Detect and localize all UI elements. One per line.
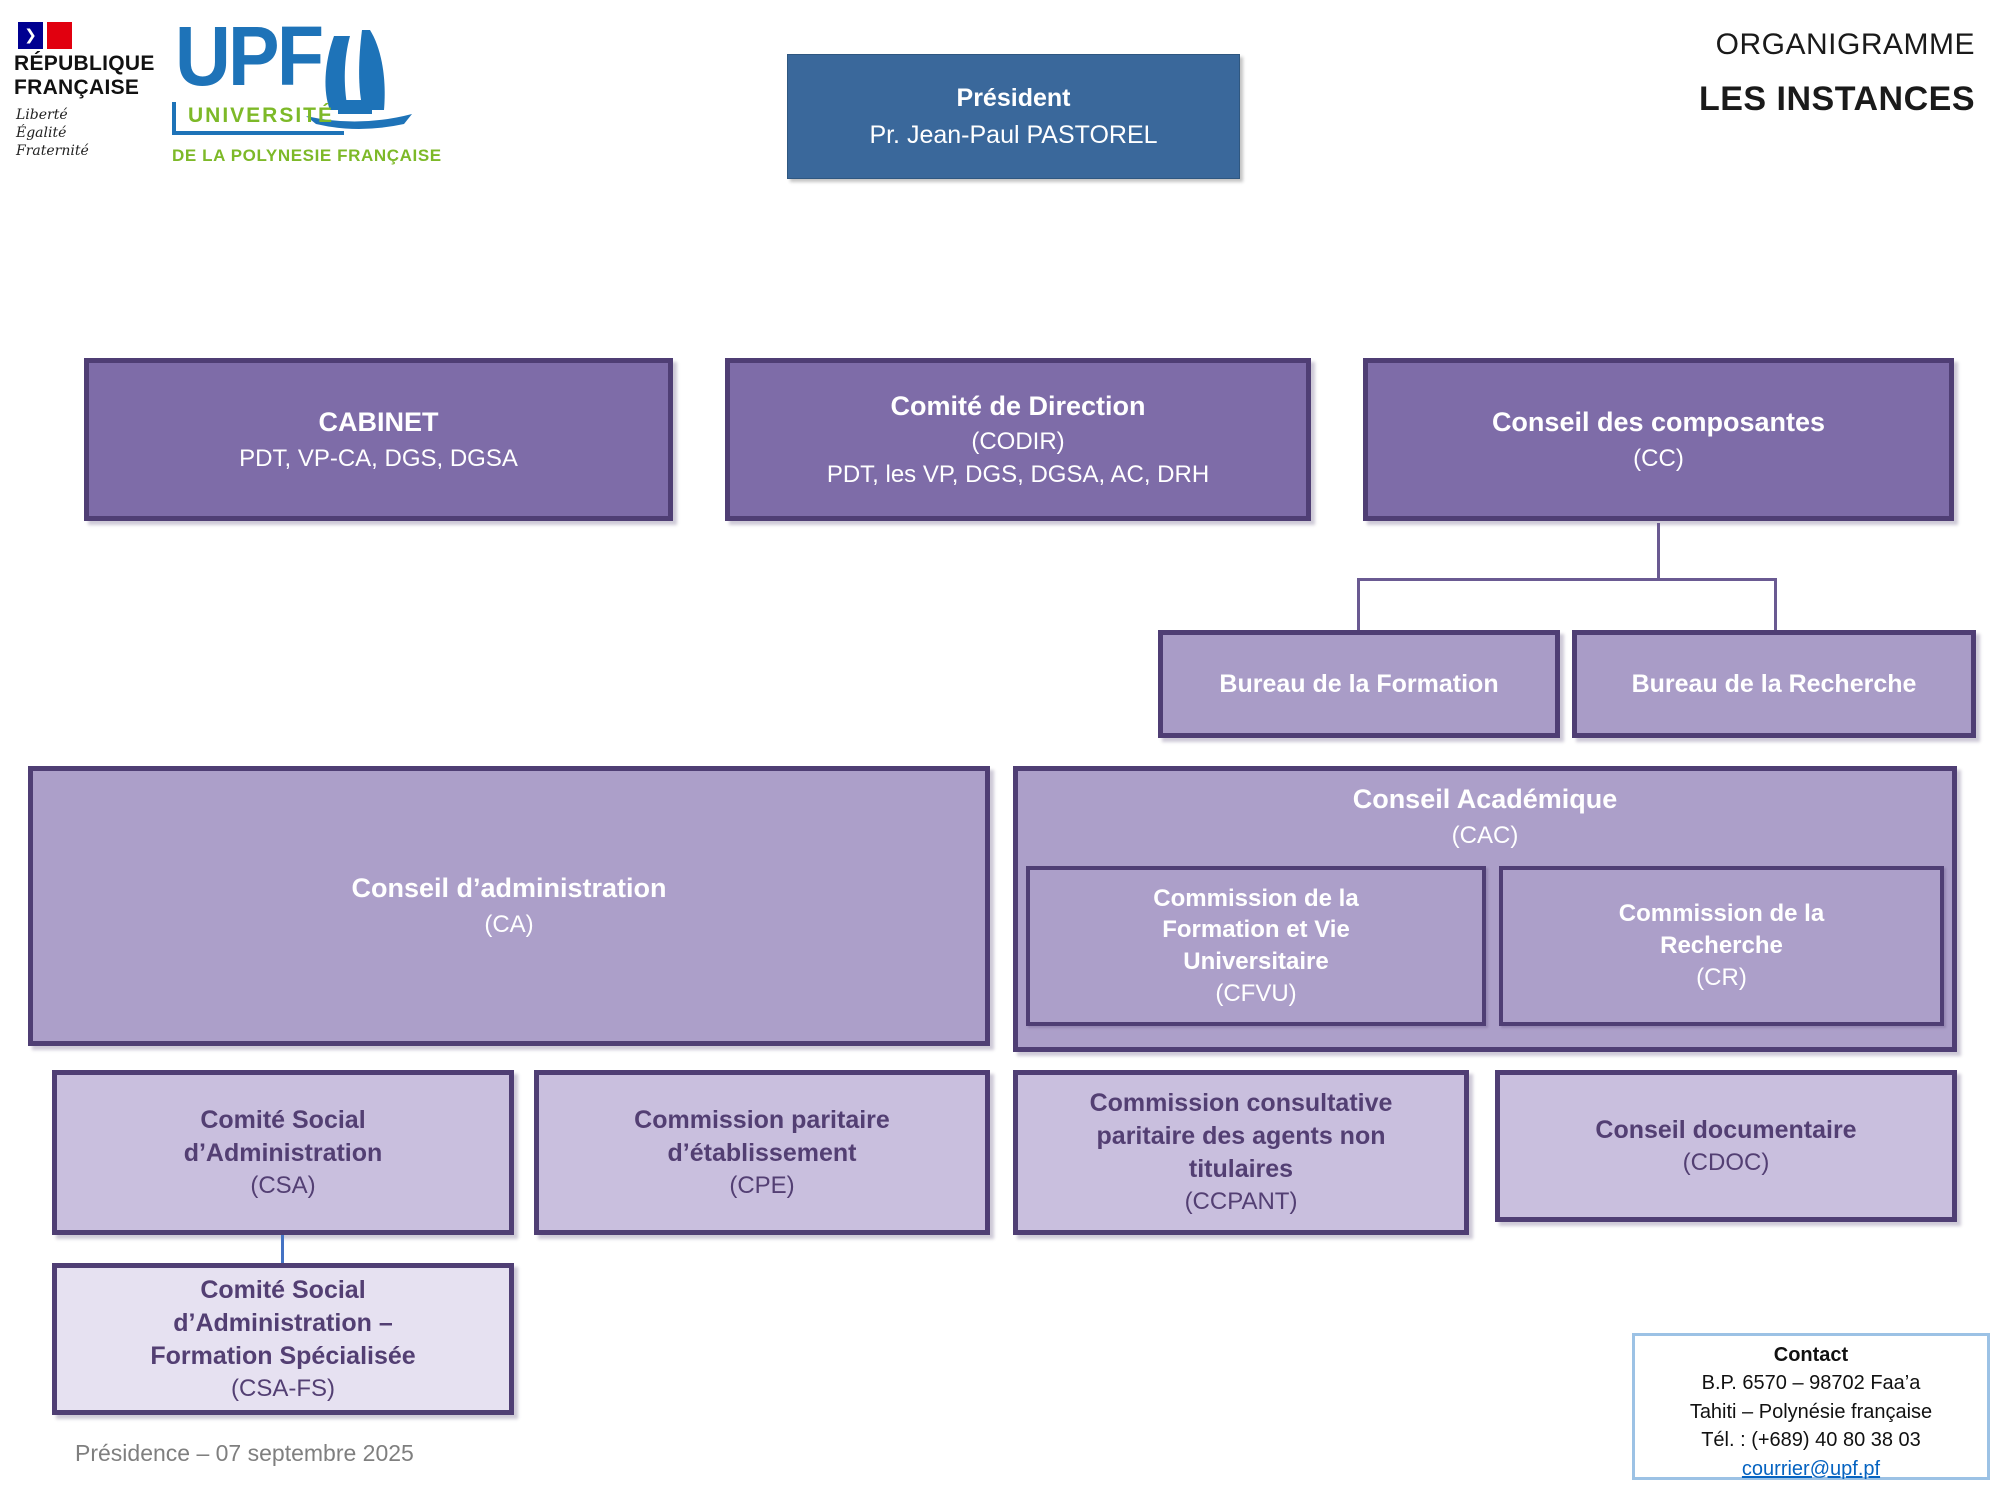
bureau-recherche-title: Bureau de la Recherche bbox=[1631, 669, 1917, 698]
csa-acronym: (CSA) bbox=[250, 1171, 316, 1199]
ccpant-box: Commission consultative paritaire des ag… bbox=[1013, 1070, 1469, 1235]
cc-acronym: (CC) bbox=[1633, 444, 1684, 472]
cr-line2: Recherche bbox=[1660, 932, 1783, 960]
republique-francaise-wordmark: RÉPUBLIQUE FRANÇAISE bbox=[14, 52, 155, 99]
president-box: Président Pr. Jean-Paul PASTOREL bbox=[787, 54, 1240, 179]
csa-box: Comité Social d’Administration (CSA) bbox=[52, 1070, 514, 1235]
republique-line2: FRANÇAISE bbox=[14, 75, 140, 99]
cdoc-title: Conseil documentaire bbox=[1595, 1115, 1857, 1144]
codir-members: PDT, les VP, DGS, DGSA, AC, DRH bbox=[826, 461, 1210, 489]
csafs-line3: Formation Spécialisée bbox=[150, 1341, 416, 1370]
president-title: Président bbox=[956, 84, 1071, 113]
contact-address-line2: Tahiti – Polynésie française bbox=[1689, 1400, 1933, 1423]
csafs-line1: Comité Social bbox=[200, 1275, 366, 1304]
cr-box: Commission de la Recherche (CR) bbox=[1499, 866, 1944, 1026]
codir-box: Comité de Direction (CODIR) PDT, les VP,… bbox=[725, 358, 1311, 521]
contact-address-line1: B.P. 6570 – 98702 Faa’a bbox=[1701, 1372, 1921, 1395]
cfvu-acronym: (CFVU) bbox=[1215, 979, 1297, 1007]
connector-cc-stem bbox=[1657, 523, 1660, 579]
upf-logo-polynesie: DE LA POLYNESIE FRANÇAISE bbox=[172, 146, 442, 165]
cpe-box: Commission paritaire d’établissement (CP… bbox=[534, 1070, 990, 1235]
contact-phone: Tél. : (+689) 40 80 38 03 bbox=[1701, 1429, 1921, 1452]
cr-line1: Commission de la bbox=[1618, 900, 1825, 928]
csa-line2: d’Administration bbox=[183, 1138, 383, 1167]
conseil-administration-box: Conseil d’administration (CA) bbox=[28, 766, 990, 1046]
ca-acronym: (CA) bbox=[484, 911, 534, 939]
motto-fraternite: Fraternité bbox=[16, 143, 89, 160]
cpe-line1: Commission paritaire bbox=[634, 1105, 890, 1134]
cabinet-members: PDT, VP-CA, DGS, DGSA bbox=[239, 444, 518, 472]
cabinet-box: CABINET PDT, VP-CA, DGS, DGSA bbox=[84, 358, 673, 521]
contact-title: Contact bbox=[1773, 1344, 1849, 1366]
date-note: Présidence – 07 septembre 2025 bbox=[75, 1440, 414, 1466]
cc-title: Conseil des composantes bbox=[1491, 407, 1826, 438]
cpe-acronym: (CPE) bbox=[729, 1171, 795, 1199]
cfvu-line3: Universitaire bbox=[1183, 948, 1329, 975]
conseil-composantes-box: Conseil des composantes (CC) bbox=[1363, 358, 1954, 521]
csa-line1: Comité Social bbox=[200, 1105, 366, 1134]
ccpant-acronym: (CCPANT) bbox=[1184, 1188, 1298, 1216]
bureau-formation-box: Bureau de la Formation bbox=[1158, 630, 1560, 738]
connector-to-bureau-formation bbox=[1357, 578, 1360, 632]
csafs-line2: d’Administration – bbox=[173, 1308, 393, 1337]
cabinet-title: CABINET bbox=[318, 407, 439, 438]
contact-email-link[interactable]: courrier@upf.pf bbox=[1741, 1457, 1881, 1480]
cfvu-line1: Commission de la bbox=[1153, 884, 1359, 912]
cfvu-box: Commission de la Formation et Vie Univer… bbox=[1026, 866, 1486, 1026]
republique-line1: RÉPUBLIQUE bbox=[14, 52, 155, 75]
connector-to-bureau-recherche bbox=[1774, 578, 1777, 632]
cpe-line2: d’établissement bbox=[667, 1138, 857, 1167]
doc-title-organigramme: ORGANIGRAMME bbox=[1715, 28, 1975, 61]
cac-acronym: (CAC) bbox=[1451, 821, 1519, 849]
upf-canoe-icon bbox=[306, 30, 412, 129]
marianne-flag-icon: ❯ bbox=[18, 22, 72, 49]
cr-acronym: (CR) bbox=[1696, 963, 1747, 991]
ccpant-line2: paritaire des agents non bbox=[1096, 1122, 1386, 1151]
ccpant-line1: Commission consultative bbox=[1089, 1089, 1393, 1118]
cac-title: Conseil Académique bbox=[1352, 784, 1618, 814]
president-name: Pr. Jean-Paul PASTOREL bbox=[869, 120, 1158, 149]
contact-box: Contact B.P. 6570 – 98702 Faa’a Tahiti –… bbox=[1632, 1333, 1990, 1480]
upf-logo-universite: UNIVERSITÉ bbox=[172, 102, 345, 135]
upf-logo-acronym: UPF bbox=[175, 9, 324, 103]
republique-motto: Liberté Égalité Fraternité bbox=[16, 106, 89, 161]
ca-title: Conseil d’administration bbox=[351, 873, 667, 904]
codir-title: Comité de Direction bbox=[890, 390, 1146, 421]
cdoc-box: Conseil documentaire (CDOC) bbox=[1495, 1070, 1957, 1222]
csa-fs-box: Comité Social d’Administration – Formati… bbox=[52, 1263, 514, 1415]
flag-white-gap bbox=[43, 22, 47, 49]
cdoc-acronym: (CDOC) bbox=[1682, 1148, 1770, 1176]
codir-acronym: (CODIR) bbox=[971, 428, 1065, 456]
flag-red-block bbox=[47, 22, 72, 49]
connector-cc-horizontal bbox=[1357, 578, 1777, 581]
ccpant-line3: titulaires bbox=[1188, 1155, 1294, 1184]
connector-csa-to-csafs bbox=[281, 1235, 284, 1263]
motto-egalite: Égalité bbox=[16, 125, 67, 142]
motto-liberte: Liberté bbox=[16, 107, 68, 123]
doc-title-les-instances: LES INSTANCES bbox=[1698, 80, 1975, 118]
flag-blue-block: ❯ bbox=[18, 22, 43, 49]
bureau-recherche-box: Bureau de la Recherche bbox=[1572, 630, 1976, 738]
bureau-formation-title: Bureau de la Formation bbox=[1219, 669, 1499, 698]
csafs-acronym: (CSA-FS) bbox=[231, 1374, 335, 1402]
cfvu-line2: Formation et Vie bbox=[1162, 916, 1350, 944]
